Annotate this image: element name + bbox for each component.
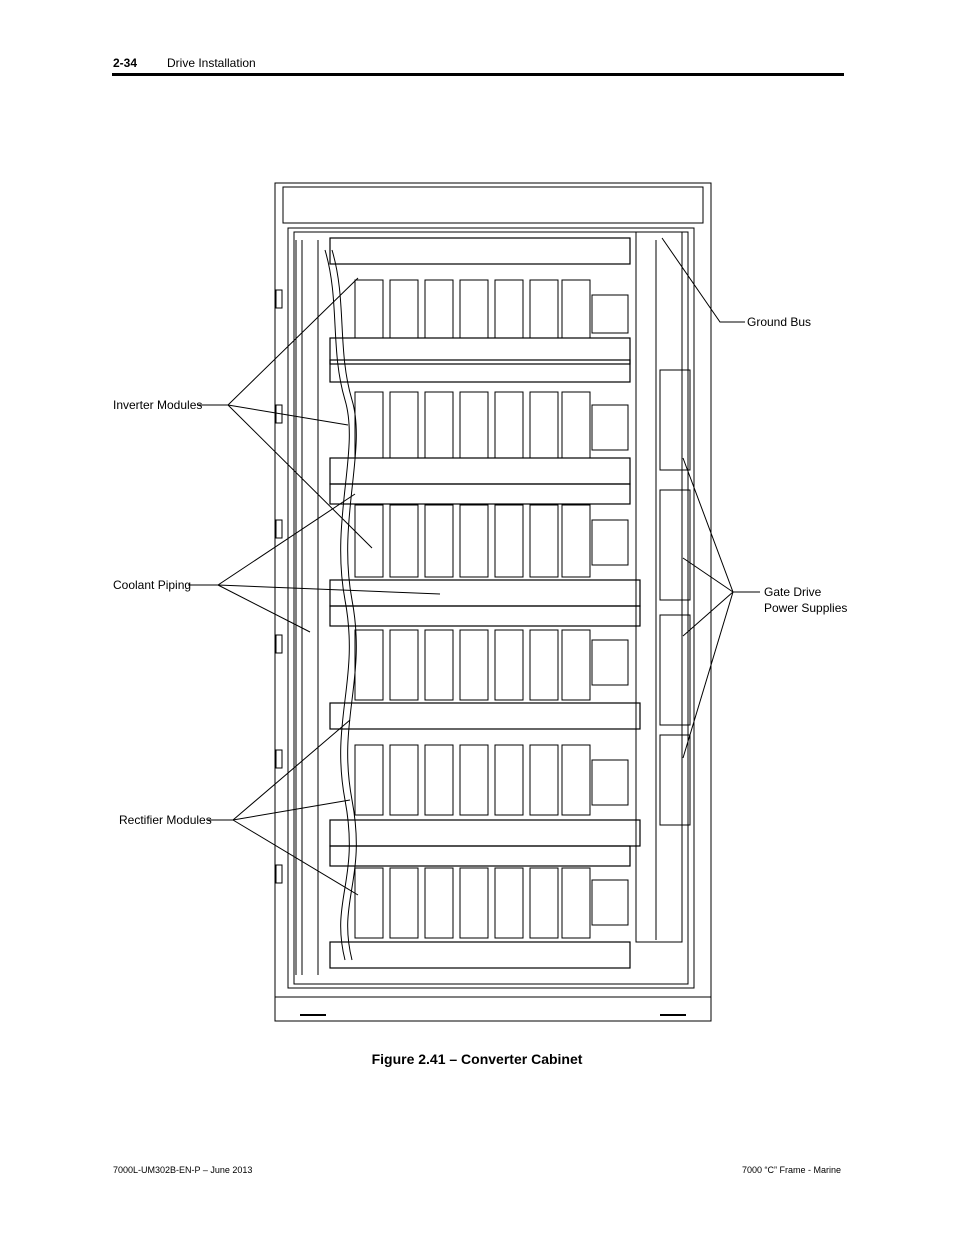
section-title: Drive Installation [167, 56, 256, 70]
left-coolant-pipes [324, 249, 357, 961]
ground-bus-bar [635, 231, 691, 943]
rectifier-modules-leader-2 [232, 799, 351, 821]
gate-drive-label-line1: Gate Drive [764, 585, 822, 599]
page-number: 2-34 [113, 56, 138, 70]
rectifier-modules-label: Rectifier Modules [119, 813, 212, 827]
coolant-piping-leader-3 [217, 584, 311, 633]
module-rows [354, 279, 629, 939]
rectifier-modules-leader-1 [207, 719, 351, 821]
module-row-2 [354, 391, 629, 459]
coolant-piping-leader-1 [188, 493, 356, 586]
ground-bus-label: Ground Bus [747, 315, 812, 329]
inverter-modules-leader-2 [227, 404, 349, 426]
module-row-6 [354, 867, 629, 939]
module-row-4 [354, 629, 629, 701]
module-row-5 [354, 744, 629, 816]
leader-lines [188, 237, 760, 896]
gate-drive-label-line2: Power Supplies [764, 601, 848, 615]
left-rails [275, 240, 319, 975]
gate-drive-label: Gate Drive Power Supplies [764, 584, 847, 616]
footer-product: 7000 “C” Frame - Marine [741, 1165, 841, 1175]
module-row-3 [354, 504, 629, 578]
module-row-1 [354, 279, 629, 339]
gate-drive-leader-4 [682, 591, 734, 759]
inverter-modules-leader-1 [197, 277, 359, 406]
footer-document-id: 7000L-UM302B-EN-P – June 2013 [113, 1165, 253, 1175]
coolant-manifolds [329, 237, 641, 969]
header-rule [112, 73, 844, 76]
coolant-piping-label: Coolant Piping [113, 578, 192, 592]
gate-drive-leader-3 [682, 591, 734, 637]
gate-drive-leader-1 [682, 457, 760, 593]
inverter-modules-label: Inverter Modules [113, 398, 203, 412]
gate-drive-leader-2 [682, 557, 734, 593]
figure-caption: Figure 2.41 – Converter Cabinet [371, 1051, 583, 1067]
cabinet-frame [274, 182, 712, 1022]
coolant-piping-leader-2 [217, 584, 441, 595]
inverter-modules-leader-3 [227, 404, 373, 549]
ground-bus-leader [661, 237, 745, 323]
rectifier-modules-leader-3 [232, 819, 359, 896]
